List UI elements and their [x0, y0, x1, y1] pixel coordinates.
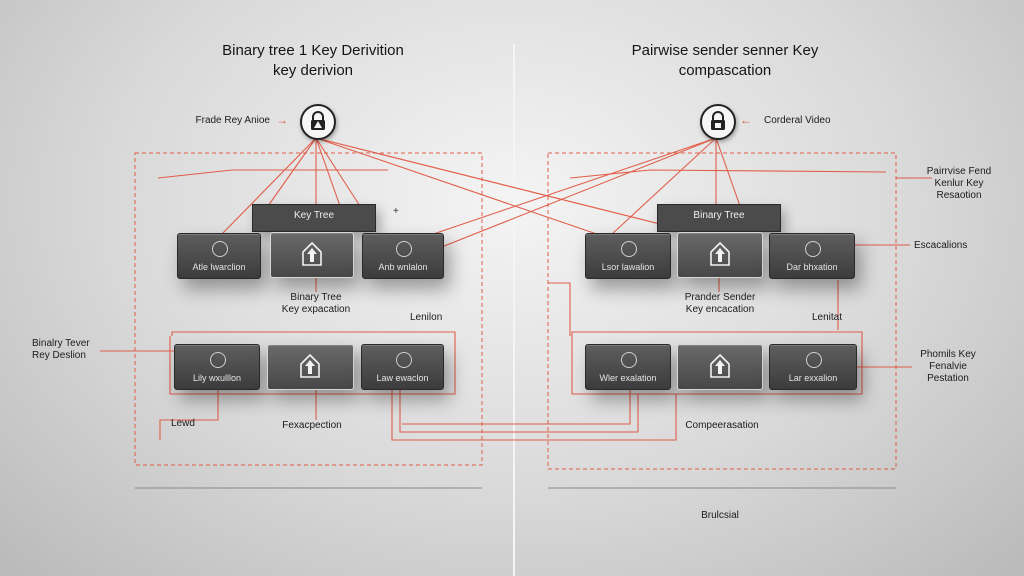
left-side-label: Binalry Tever Rey Deslion: [32, 338, 90, 362]
right-mid-label: Prander Sender Key encacation: [660, 292, 780, 316]
right-callout-3-line1: Phomils Key: [920, 349, 976, 360]
left-root-lock-icon[interactable]: [300, 104, 336, 140]
cross-bottom-c: [402, 388, 631, 425]
right-callout-2: Escacalions: [914, 240, 968, 251]
right-header-box[interactable]: Binary Tree: [657, 204, 781, 232]
node-label: Anb wnlalon: [378, 262, 428, 272]
upload-arrow-icon: [710, 241, 730, 266]
left-side-label-line1: Binalry Tever: [32, 338, 90, 349]
key-ring-icon: [396, 241, 412, 257]
right-mid-label-line1: Prander Sender: [684, 292, 756, 303]
right-root-lock-icon[interactable]: [700, 104, 736, 140]
left-header-box[interactable]: Key Tree: [252, 204, 376, 232]
right-callout-3-line2: Fenalvie: [929, 361, 967, 372]
right-root-cross-left-a: [403, 137, 717, 245]
key-ring-icon: [806, 352, 822, 368]
left-node-2-3[interactable]: Law ewaclon: [361, 344, 444, 390]
key-ring-icon: [805, 241, 821, 257]
right-mid-label-line2: Key encacation: [685, 304, 755, 315]
left-root-to-header-a: [267, 137, 317, 207]
right-node-1-2[interactable]: [677, 232, 763, 278]
left-node-1-2[interactable]: [270, 232, 354, 278]
left-dashed-boundary: [134, 152, 483, 466]
cross-bottom-b: [391, 388, 677, 441]
right-bottom-label: Compeerasation: [685, 420, 759, 431]
right-dashed-boundary: [547, 152, 897, 470]
node-label: Wler exalation: [599, 373, 657, 383]
upload-arrow-icon: [710, 353, 730, 378]
key-ring-icon: [395, 352, 412, 368]
node-label: Dar bhxation: [786, 262, 838, 272]
left-root-to-header-d: [315, 137, 361, 207]
right-root-cross-left-b: [403, 137, 717, 263]
right-node-2-3[interactable]: Lar exxalion: [769, 344, 857, 390]
left-small-mark: +: [393, 206, 399, 217]
left-row-inner-box: [169, 331, 456, 395]
cross-bottom-a: [399, 388, 639, 433]
right-title: Pairwise sender senner Key compascation: [580, 41, 870, 81]
left-outer-top-link: [157, 169, 388, 179]
left-root-label: Frade Rey Anioe: [195, 115, 271, 126]
right-node-2-2[interactable]: [677, 344, 763, 390]
right-node-1-1[interactable]: Lsor lawalion: [585, 233, 671, 279]
key-ring-icon: [210, 352, 226, 368]
right-title-line2: compascation: [678, 62, 772, 79]
right-root-label: Corderal Video: [764, 115, 831, 126]
right-root-to-node-a: [611, 137, 717, 235]
left-bottom-branch: [159, 388, 219, 440]
left-small-right-label: Lenilon: [410, 312, 443, 323]
left-side-label-line2: Rey Deslion: [32, 350, 86, 361]
right-title-line1: Pairwise sender senner Key: [631, 42, 819, 59]
right-side-drop: [548, 282, 571, 336]
node-label: Atle lwarclion: [192, 262, 246, 272]
left-mid-label-line2: Key expacation: [281, 304, 351, 315]
right-row-inner-box: [571, 331, 863, 395]
left-node-2-1[interactable]: Lily wxulllon: [174, 344, 260, 390]
right-outer-top-link: [569, 169, 887, 179]
right-small-label: Lenitat: [812, 312, 843, 323]
upload-arrow-icon: [300, 353, 320, 378]
left-mid-label: Binary Tree Key expacation: [256, 292, 376, 316]
key-ring-icon: [621, 241, 637, 257]
node-label: Law ewaclon: [376, 373, 429, 383]
left-title: Binary tree 1 Key Derivition key derivio…: [168, 41, 458, 81]
left-bottom-label: Fexacpection: [282, 420, 342, 431]
left-root-cross-right-a: [315, 137, 627, 245]
key-ring-icon: [212, 241, 228, 257]
key-ring-icon: [621, 352, 637, 368]
left-node-2-2[interactable]: [267, 344, 354, 390]
left-node-1-1[interactable]: Atle lwarclion: [177, 233, 261, 279]
left-bottom-left-label: Lewd: [171, 418, 195, 429]
right-callout-1-line1: Pairrvise Fend: [926, 166, 992, 177]
right-callout-3-line3: Pestation: [927, 373, 969, 384]
left-title-line2: key derivion: [272, 62, 354, 79]
right-callout-1-line3: Resaotion: [936, 190, 982, 201]
center-divider: [513, 44, 515, 576]
left-node-1-3[interactable]: Anb wnlalon: [362, 233, 444, 279]
right-node-1-3[interactable]: Dar bhxation: [769, 233, 855, 279]
node-label: Lily wxulllon: [192, 373, 242, 383]
left-root-to-header-c: [315, 137, 341, 207]
right-node-2-1[interactable]: Wler exalation: [585, 344, 671, 390]
left-root-to-node-a: [221, 137, 317, 235]
footer-label: Brulcsial: [701, 510, 739, 521]
node-label: Lsor lawalion: [601, 262, 655, 272]
left-title-line1: Binary tree 1 Key Derivition: [222, 42, 404, 59]
left-mid-label-line1: Binary Tree: [290, 292, 342, 303]
left-root-cross-right-b: [315, 137, 717, 239]
right-callout-3: Phomils Key Fenalvie Pestation: [902, 349, 994, 385]
right-root-arrow: ←: [740, 113, 752, 127]
node-label: Lar exxalion: [788, 373, 838, 383]
left-root-arrow: →: [276, 113, 288, 127]
right-callout-1: Pairrvise Fend Kenlur Key Resaotion: [904, 166, 1014, 202]
right-callout-1-line2: Kenlur Key: [934, 178, 984, 189]
upload-arrow-icon: [302, 241, 322, 266]
right-root-to-header-b: [715, 137, 741, 207]
